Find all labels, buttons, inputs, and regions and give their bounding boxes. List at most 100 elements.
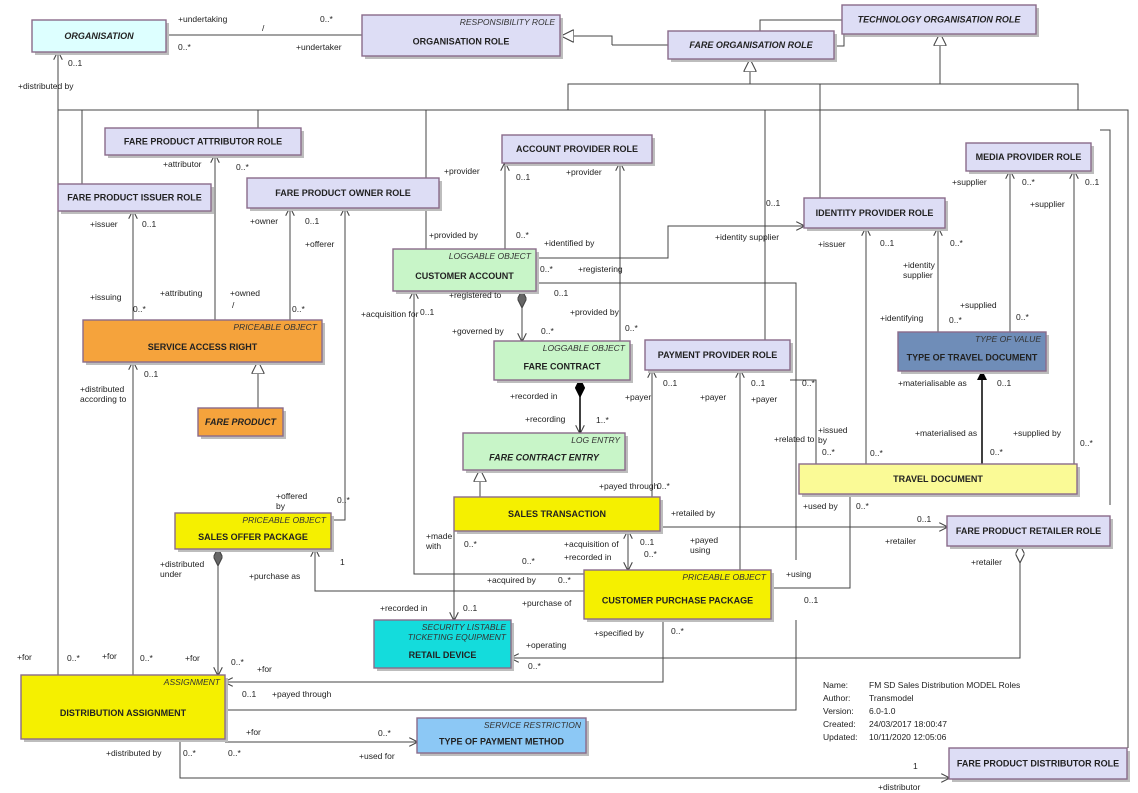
relationship-label: with [425, 541, 441, 551]
relationship-label: +using [786, 569, 812, 579]
relationship-label: 0..1 [305, 216, 319, 226]
metadata-key: Created: [823, 719, 856, 729]
relationship-label: +acquired by [487, 575, 537, 585]
relationship-label: +owned [230, 288, 260, 298]
class-name: SALES OFFER PACKAGE [198, 532, 308, 542]
class-name: TRAVEL DOCUMENT [893, 474, 983, 484]
stereotype-label: LOGGABLE OBJECT [543, 343, 626, 353]
stereotype-label: PRICEABLE OBJECT [682, 572, 766, 582]
class-travel-document[interactable]: TRAVEL DOCUMENT [798, 463, 1080, 497]
relationship-label: 0..* [183, 748, 196, 758]
relationship-label: / [232, 300, 235, 310]
relationship-label: / [262, 23, 265, 33]
relationship-label: 0..* [1016, 312, 1029, 322]
class-media-provider-role[interactable]: MEDIA PROVIDER ROLE [965, 142, 1094, 174]
class-identity-provider-role[interactable]: IDENTITY PROVIDER ROLE [803, 197, 948, 231]
relationship-label: +provided by [570, 307, 620, 317]
relationship-label: 0..1 [751, 378, 765, 388]
relationship-label: supplier [903, 270, 933, 280]
relationship-label: 0..1 [917, 514, 931, 524]
class-name: IDENTITY PROVIDER ROLE [816, 208, 934, 218]
relationship-label: 0..1 [640, 537, 654, 547]
relationship-label: +made [426, 531, 452, 541]
relationship-label: +purchase of [522, 598, 572, 608]
class-fare-product-retailer-role[interactable]: FARE PRODUCT RETAILER ROLE [946, 515, 1113, 549]
class-payment-provider-role[interactable]: PAYMENT PROVIDER ROLE [644, 339, 793, 373]
relationship-label: +distributed [80, 384, 124, 394]
relationship-label: +used by [803, 501, 838, 511]
relationship-label: +retailer [971, 557, 1002, 567]
relationship-label: +materialisable as [898, 378, 967, 388]
relationship-label: +used for [359, 751, 395, 761]
relationship-label: 0..* [657, 481, 670, 491]
class-fare-product[interactable]: FARE PRODUCT [197, 407, 286, 439]
relationship-label: +distributor [878, 782, 920, 792]
class-account-provider-role[interactable]: ACCOUNT PROVIDER ROLE [501, 134, 655, 166]
relationship-label: 0..* [292, 304, 305, 314]
relationship-label: +for [246, 727, 261, 737]
class-fare-contract-entry[interactable]: LOG ENTRY FARE CONTRACT ENTRY [462, 432, 628, 473]
class-name: MEDIA PROVIDER ROLE [976, 152, 1082, 162]
class-sales-transaction[interactable]: SALES TRANSACTION [453, 496, 663, 534]
relationship-label: 0..* [558, 575, 571, 585]
relationship-label: 0..* [231, 657, 244, 667]
stereotype-label: TICKETING EQUIPMENT [408, 632, 507, 642]
relationship-label: +for [185, 653, 200, 663]
relationship-label: +recorded in [510, 391, 558, 401]
class-fare-product-owner-role[interactable]: FARE PRODUCT OWNER ROLE [246, 177, 442, 211]
stereotype-label: RESPONSIBILITY ROLE [460, 17, 556, 27]
relationship-label: using [690, 545, 711, 555]
class-technology-organisation-role[interactable]: TECHNOLOGY ORGANISATION ROLE [841, 4, 1039, 37]
relationship-label: +offerer [305, 239, 335, 249]
class-name: ACCOUNT PROVIDER ROLE [516, 144, 638, 154]
metadata-value: FM SD Sales Distribution MODEL Roles [869, 680, 1020, 690]
relationship-label: +undertaking [178, 14, 228, 24]
relationship-label: +issuing [90, 292, 122, 302]
relationship-label: +for [102, 651, 117, 661]
class-fare-contract[interactable]: LOGGABLE OBJECT FARE CONTRACT [493, 340, 633, 383]
relationship-label: 1..* [596, 415, 609, 425]
relationship-label: 0..* [320, 14, 333, 24]
metadata-value: 6.0-1.0 [869, 706, 896, 716]
class-name: SERVICE ACCESS RIGHT [148, 342, 258, 352]
relationship-label: 1 [913, 761, 918, 771]
stereotype-label: LOG ENTRY [571, 435, 621, 445]
relationship-label: 0..* [67, 653, 80, 663]
class-organisation[interactable]: ORGANISATION [31, 19, 169, 55]
relationship-label: 0..* [228, 748, 241, 758]
diagram-metadata: Name:FM SD Sales Distribution MODEL Role… [823, 680, 1020, 742]
class-name: FARE PRODUCT RETAILER ROLE [956, 526, 1101, 536]
relationship-label: +supplier [952, 177, 987, 187]
class-name: ORGANISATION [64, 31, 134, 41]
stereotype-label: LOGGABLE OBJECT [449, 251, 532, 261]
class-boxes: ORGANISATION RESPONSIBILITY ROLEORGANISAT… [20, 4, 1130, 782]
class-fare-product-distributor-role[interactable]: FARE PRODUCT DISTRIBUTOR ROLE [948, 747, 1130, 782]
relationship-label: 0..* [822, 447, 835, 457]
metadata-value: Transmodel [869, 693, 914, 703]
relationship-label: 0..* [140, 653, 153, 663]
relationship-label: 0..* [541, 326, 554, 336]
class-name: FARE CONTRACT [524, 362, 601, 372]
relationship-label: +supplied [960, 300, 997, 310]
class-fare-product-attributor-role[interactable]: FARE PRODUCT ATTRIBUTOR ROLE [104, 127, 304, 158]
relationship-label: 0..* [378, 728, 391, 738]
relationship-label: +recorded in [380, 603, 428, 613]
relationship-label: +provider [444, 166, 480, 176]
class-fare-product-issuer-role[interactable]: FARE PRODUCT ISSUER ROLE [57, 183, 214, 214]
class-fare-organisation-role[interactable]: FARE ORGANISATION ROLE [667, 30, 837, 62]
relationship-label: 0..* [464, 539, 477, 549]
relationship-label: +issuer [818, 239, 846, 249]
class-name: FARE CONTRACT ENTRY [489, 453, 600, 463]
relationship-label: 0..1 [142, 219, 156, 229]
relationship-label: according to [80, 394, 127, 404]
